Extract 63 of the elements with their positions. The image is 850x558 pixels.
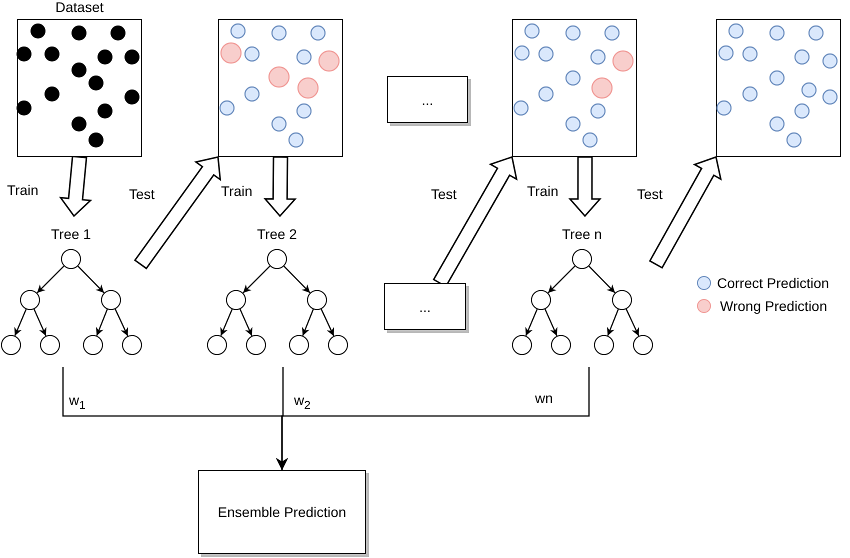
tree-node-circle xyxy=(122,335,142,355)
arrow xyxy=(626,308,640,336)
tree-node-circle xyxy=(612,290,632,310)
tree-title: Tree 2 xyxy=(256,226,298,242)
tree-node-circle xyxy=(246,335,266,355)
block-arrow xyxy=(263,156,297,218)
legend-label: Correct Prediction xyxy=(717,275,830,291)
block-arrow xyxy=(59,156,92,218)
tree-title: Tree n xyxy=(561,226,603,242)
arrow xyxy=(302,309,314,336)
tree-node-circle xyxy=(289,335,309,355)
tree-node-circle xyxy=(1,335,21,355)
tree-node-circle xyxy=(551,335,571,355)
arrow xyxy=(544,308,558,336)
arrow xyxy=(606,309,619,336)
tree-node-circle xyxy=(61,249,81,269)
process-box xyxy=(387,76,468,123)
tree-node-circle xyxy=(594,335,614,355)
arrow xyxy=(240,308,252,336)
block-arrow xyxy=(134,156,222,270)
arrow xyxy=(548,266,576,294)
arrow xyxy=(320,308,334,336)
edge-label: Train xyxy=(220,183,254,199)
tree-node-circle xyxy=(633,335,653,355)
tree-node-circle xyxy=(307,290,327,310)
tree-node-circle xyxy=(531,290,551,310)
arrow xyxy=(242,266,270,294)
tree-node-circle xyxy=(226,290,246,310)
arrow xyxy=(284,266,310,294)
process-box xyxy=(384,283,466,330)
arrow xyxy=(14,308,27,336)
box-text: ... xyxy=(422,92,434,108)
tree-node-circle xyxy=(83,335,103,355)
box-title: Dataset xyxy=(54,0,105,15)
arrow xyxy=(96,309,108,336)
arrow xyxy=(588,266,616,294)
edge-label: Test xyxy=(430,186,458,202)
tree-node-circle xyxy=(20,290,40,310)
tree-node-circle xyxy=(512,335,532,355)
tree-node-circle xyxy=(267,249,287,269)
box-text: Ensemble Prediction xyxy=(218,504,346,520)
arrow xyxy=(220,308,233,336)
process-box xyxy=(198,470,366,554)
weighted-connector xyxy=(276,367,590,470)
edge-label: Train xyxy=(526,183,560,199)
tree-node-circle xyxy=(40,335,60,355)
tree-node-circle xyxy=(572,249,592,269)
arrow xyxy=(78,266,104,294)
tree-node-circle xyxy=(328,335,348,355)
block-arrow xyxy=(648,156,722,269)
tree-node-circle xyxy=(207,335,227,355)
arrow xyxy=(34,308,46,336)
tree-node-circle xyxy=(101,290,121,310)
legend-label: Wrong Prediction xyxy=(720,298,828,314)
block-arrow xyxy=(568,156,602,218)
edge-label: Test xyxy=(636,186,664,202)
tree-title: Tree 1 xyxy=(50,226,92,242)
arrow xyxy=(525,308,538,336)
edge-label: Test xyxy=(128,186,156,202)
arrow xyxy=(114,308,128,336)
arrow xyxy=(36,266,64,294)
edge-label: Train xyxy=(6,182,40,198)
box-text: ... xyxy=(419,298,431,314)
